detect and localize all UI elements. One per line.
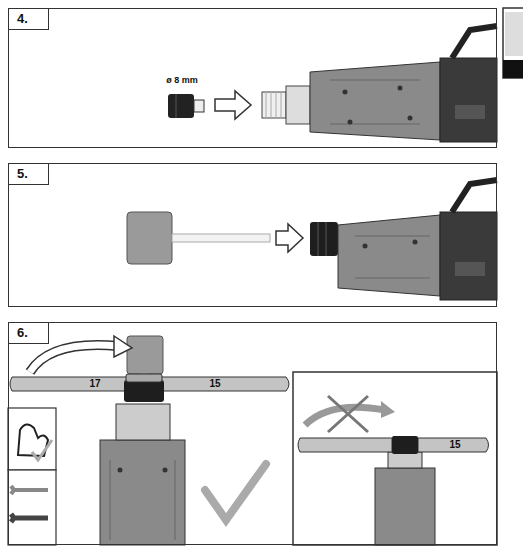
tool-body [100,440,185,545]
step-number: 4. [9,9,49,30]
cross-mark [328,396,368,432]
inset-frame [293,372,497,545]
step-6-art [8,336,497,545]
icon-box [8,470,56,545]
spindle-neck [116,404,170,440]
mounted-point [127,212,172,264]
edge-panel [503,8,523,78]
handle [440,212,497,300]
step-panel: 6. [8,322,497,545]
step-4-art [168,26,497,142]
lever [452,26,497,58]
step-5-art [127,180,497,300]
handle [440,58,497,142]
turn-arrow [30,345,118,372]
collet-nut [124,380,164,402]
wrench-icon [11,486,48,494]
gear-head [310,62,440,140]
collet-pin [194,100,204,112]
wrench-size: 15 [209,378,220,390]
edge-tab [503,60,523,78]
gear-head [338,215,440,296]
collet-nut [310,222,338,256]
step-panel: 5. [8,163,497,307]
wrench-size: 15 [449,439,460,451]
step-number: 5. [9,164,49,185]
shank [172,234,270,242]
wrench-left [10,377,128,391]
step-panel: 4. [8,8,497,148]
dimension-label: ø 8 mm [166,75,198,86]
wrench-size: 17 [89,378,100,390]
mounted-point [127,336,163,374]
collet [168,94,194,118]
step-number: 6. [9,323,49,344]
check-mark [205,464,266,520]
wrench-icon [11,514,48,522]
wrench-right [158,377,289,391]
insert-arrow [276,224,303,252]
spindle [262,92,286,118]
insert-arrow [215,91,251,119]
icon-box [8,408,56,470]
edge-picture [505,12,523,56]
